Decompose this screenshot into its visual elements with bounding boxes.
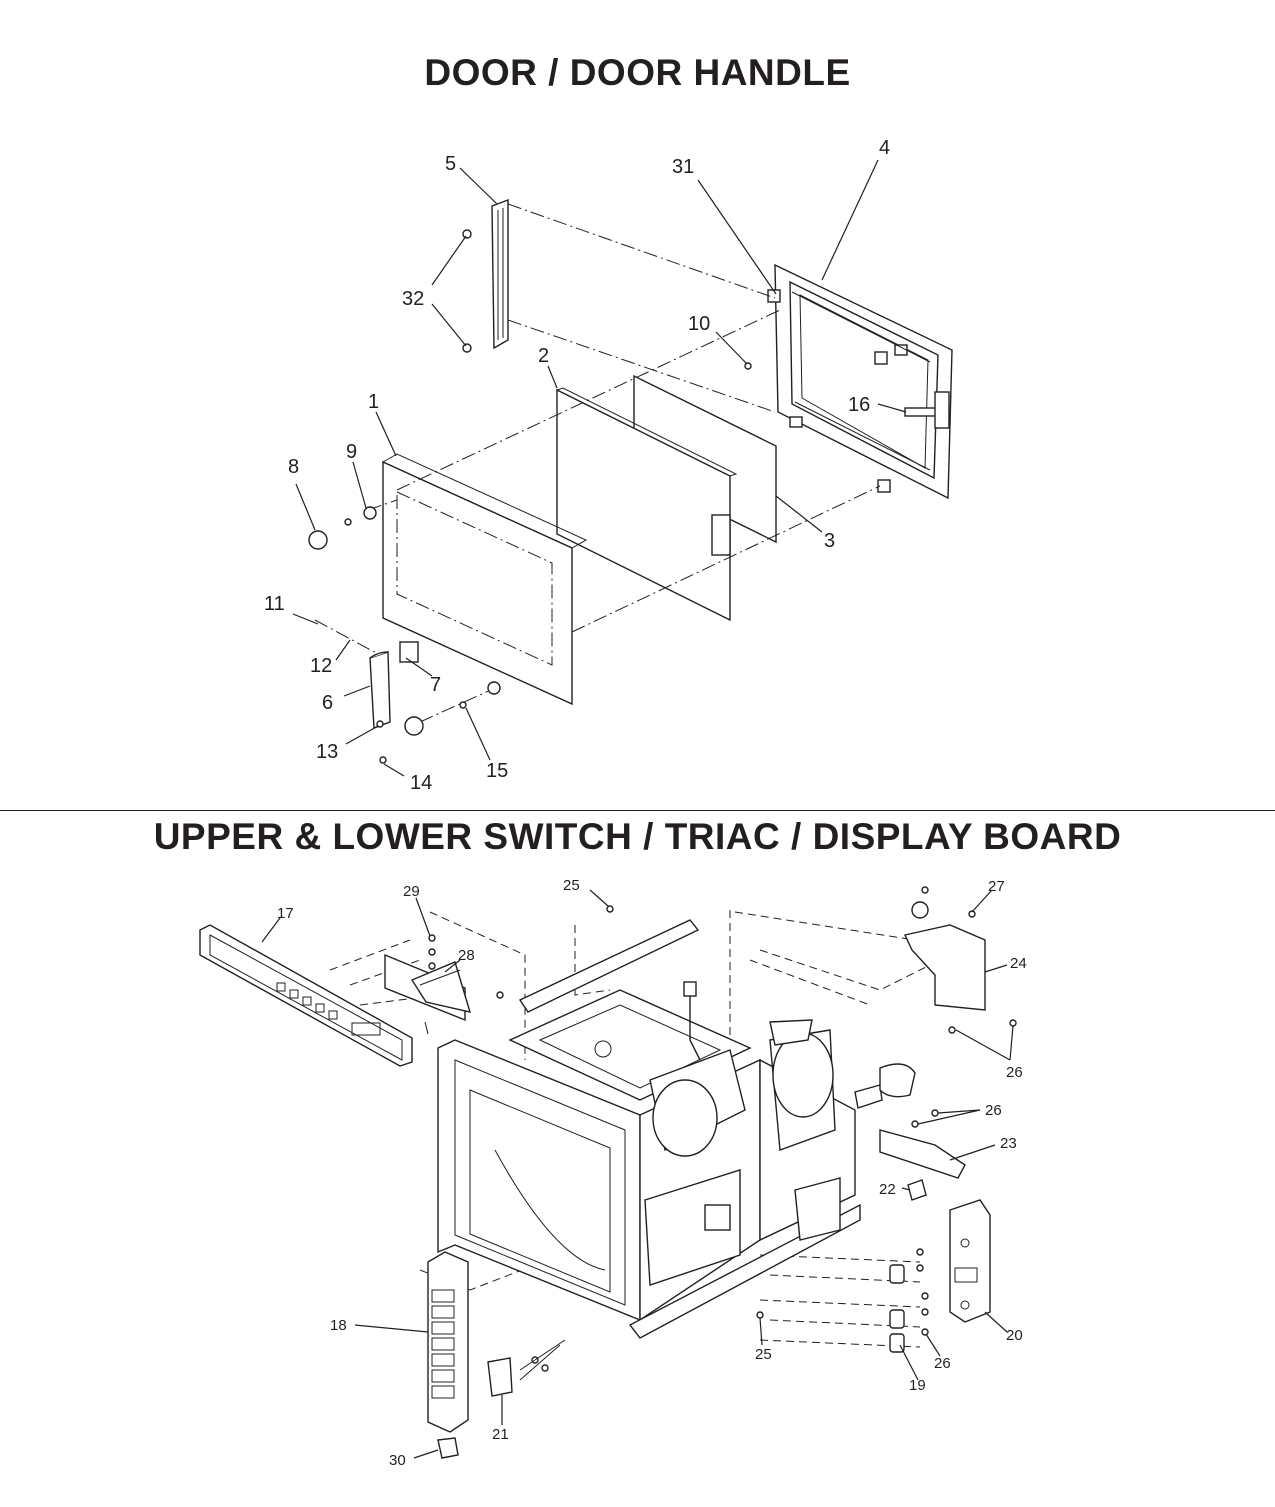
label-part-5: 5: [445, 153, 456, 175]
label-part-27: 27: [988, 878, 1005, 895]
label-part-29: 29: [403, 883, 420, 900]
part-21-board-bracket: [487, 1339, 566, 1397]
label-part-30: 30: [389, 1452, 406, 1469]
guide-lines: [329, 910, 941, 1348]
label-part-25-top: 25: [563, 877, 580, 894]
label-part-12: 12: [310, 655, 332, 677]
switch-assembly-drawing: 17 29 28 25 27 24 26 26 23 22 20 26 19 2…: [199, 877, 1027, 1469]
label-part-21: 21: [492, 1426, 509, 1443]
label-part-28: 28: [458, 947, 475, 964]
label-part-24: 24: [1010, 955, 1027, 972]
handle-parts: [308, 362, 752, 764]
label-part-15: 15: [486, 760, 508, 782]
part-19-switches: [756, 1248, 929, 1353]
label-part-25-bottom: 25: [755, 1346, 772, 1363]
part-17-control-panel: [199, 924, 413, 1067]
part-4-door-frame: [767, 263, 953, 500]
leader-lines-bottom: [261, 889, 1014, 1459]
label-part-13: 13: [316, 741, 338, 763]
label-part-23: 23: [1000, 1135, 1017, 1152]
label-part-14: 14: [410, 772, 432, 794]
label-part-6: 6: [322, 692, 333, 714]
projection-lines: [314, 203, 881, 723]
label-part-9: 9: [346, 441, 357, 463]
label-part-16: 16: [848, 394, 870, 416]
label-part-17: 17: [277, 905, 294, 922]
label-part-18: 18: [330, 1317, 347, 1334]
label-part-11: 11: [264, 593, 285, 615]
label-part-7: 7: [430, 674, 441, 696]
label-part-2: 2: [538, 345, 549, 367]
part-23-triac-bracket: [879, 1109, 966, 1201]
label-part-3: 3: [824, 530, 835, 552]
part-18-keypad: [427, 1251, 469, 1459]
label-part-26-bottom: 26: [934, 1355, 951, 1372]
part-labels-top: 5 32 31 4 10 2 16 1 9 8 3 11 12 7 6 13 1…: [264, 137, 890, 794]
label-part-4: 4: [879, 137, 890, 159]
label-part-10: 10: [688, 313, 710, 335]
part-5-hinge-strip: [462, 198, 509, 353]
label-part-1: 1: [368, 391, 379, 413]
door-section-title: DOOR / DOOR HANDLE: [424, 52, 851, 93]
label-part-32: 32: [402, 288, 424, 310]
label-part-26-right: 26: [1006, 1064, 1023, 1081]
label-part-19: 19: [909, 1377, 926, 1394]
part-1-door-front: [381, 453, 588, 706]
door-assembly-drawing: 5 32 31 4 10 2 16 1 9 8 3 11 12 7 6 13 1…: [264, 137, 953, 794]
part-2-glass-panel: [555, 387, 738, 622]
part-20-switch-bracket: [949, 1199, 991, 1323]
leader-lines-top: [292, 159, 907, 777]
switch-section-title: UPPER & LOWER SWITCH / TRIAC / DISPLAY B…: [153, 816, 1122, 857]
label-part-31: 31: [672, 156, 694, 178]
part-28-display-board: [384, 934, 504, 1035]
label-part-8: 8: [288, 456, 299, 478]
part-labels-bottom: 17 29 28 25 27 24 26 26 23 22 20 26 19 2…: [277, 877, 1027, 1469]
oven-chassis: [437, 919, 916, 1339]
section-divider: [0, 810, 1275, 811]
part-24-bracket: [606, 886, 1017, 1034]
label-part-26-mid: 26: [985, 1102, 1002, 1119]
label-part-22: 22: [879, 1181, 896, 1198]
label-part-20: 20: [1006, 1327, 1023, 1344]
